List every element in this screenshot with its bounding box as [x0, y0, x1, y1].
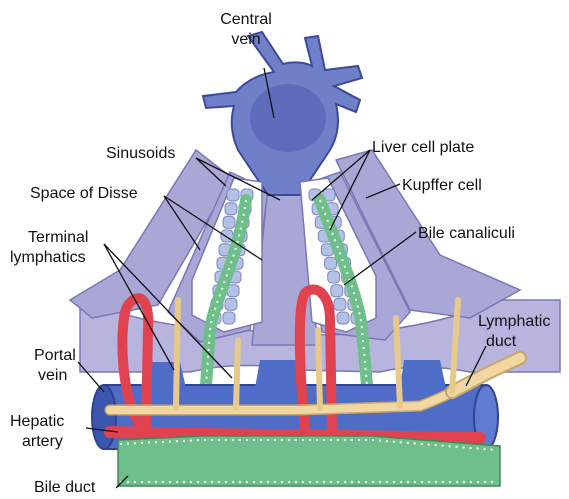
hepatocyte — [225, 298, 237, 310]
label-bile-duct: Bile duct — [34, 479, 96, 496]
hepatocyte — [325, 257, 337, 269]
portal-vein-end-left — [92, 385, 116, 449]
label-liver-cell-plate: Liver cell plate — [372, 139, 474, 156]
label-terminal-lymphatics-1: Terminal — [28, 229, 88, 246]
portal-vein-branch-right — [400, 360, 446, 388]
label-lymphatic-duct-2: duct — [486, 333, 517, 350]
label-lymphatic-duct-1: Lymphatic — [478, 313, 550, 330]
hepatocyte — [223, 216, 235, 228]
label-bile-canaliculi: Bile canaliculi — [418, 225, 515, 242]
terminal-lymphatic-3 — [318, 330, 320, 408]
hepatocyte — [328, 271, 340, 283]
label-hepatic-artery-1: Hepatic — [10, 413, 64, 430]
hepatocyte — [223, 312, 235, 324]
terminal-lymphatic-2 — [236, 340, 238, 408]
terminal-lymphatic-1 — [176, 300, 178, 408]
hepatocyte — [331, 285, 343, 297]
label-space-of-disse: Space of Disse — [30, 185, 138, 202]
bile-duct-tube — [118, 436, 500, 486]
label-sinusoids: Sinusoids — [106, 145, 175, 162]
label-central-vein-1: Central — [220, 11, 272, 28]
hepatocyte — [227, 189, 239, 201]
central-vein-lumen — [250, 84, 326, 152]
label-kupffer-cell: Kupffer cell — [402, 177, 482, 194]
hepatocyte — [334, 298, 346, 310]
label-terminal-lymphatics-2: lymphatics — [10, 249, 86, 266]
label-portal-vein-2: vein — [38, 367, 67, 384]
hepatocyte — [225, 203, 237, 215]
terminal-lymphatic-4 — [396, 318, 400, 406]
label-portal-vein-1: Portal — [34, 347, 76, 364]
label-central-vein-2: vein — [231, 31, 260, 48]
central-vein — [203, 32, 362, 195]
hepatocyte — [337, 312, 349, 324]
label-hepatic-artery-2: artery — [22, 433, 63, 450]
bile-duct — [118, 436, 500, 486]
